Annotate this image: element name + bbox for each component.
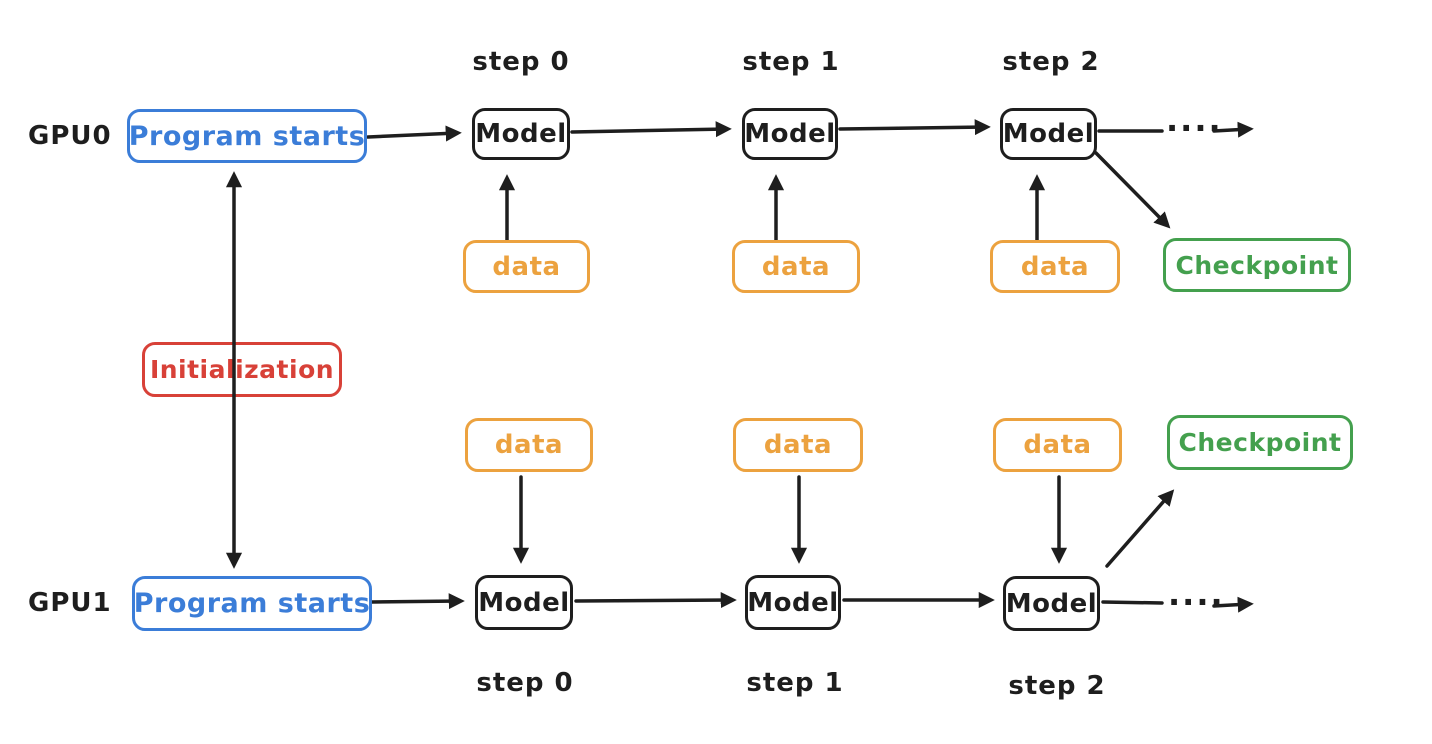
- arrow-gpu1-model0-to-model1: [574, 592, 737, 609]
- gpu1-step2-label: step 2: [1008, 671, 1106, 701]
- arrow-gpu0-model0-to-model1: [570, 121, 732, 138]
- gpu0-data1-box: data: [732, 240, 860, 293]
- gpu0-step1-label: step 1: [742, 47, 840, 77]
- gpu1-step1-label: step 1: [746, 668, 844, 698]
- gpu0-model2-box: Model: [1000, 108, 1097, 160]
- arrow-gpu1-model2-to-checkpoint: [1105, 489, 1175, 568]
- gpu1-data1-box: data: [733, 418, 863, 472]
- gpu1-model1-box: Model: [745, 575, 841, 630]
- gpu0-ellipsis: ....: [1166, 101, 1223, 139]
- gpu1-model0-box: Model: [475, 575, 573, 630]
- gpu0-step2-label: step 2: [1002, 47, 1100, 77]
- gpu1-step0-label: step 0: [476, 668, 574, 698]
- arrow-gpu1-program-to-model0: [370, 593, 465, 610]
- gpu1-label: GPU1: [28, 588, 112, 618]
- arrow-gpu0-continue: [1212, 121, 1254, 138]
- gpu1-program-starts-box: Program starts: [132, 576, 372, 631]
- gpu1-data0-box: data: [465, 418, 593, 472]
- gpu0-data2-box: data: [990, 240, 1120, 293]
- gpu0-data0-box: data: [463, 240, 590, 293]
- gpu0-program-starts-box: Program starts: [127, 109, 367, 163]
- gpu1-data2-box: data: [993, 418, 1122, 472]
- gpu1-checkpoint-box: Checkpoint: [1167, 415, 1353, 470]
- arrow-gpu0-model2-to-checkpoint: [1094, 151, 1171, 229]
- gpu0-checkpoint-box: Checkpoint: [1163, 238, 1351, 292]
- gpu1-ellipsis: ....: [1168, 575, 1225, 613]
- arrow-gpu0-program-to-model0: [366, 125, 462, 142]
- gpu1-model2-box: Model: [1003, 576, 1100, 631]
- line-gpu1-model2-out: [1101, 600, 1164, 605]
- arrow-gpu1-continue: [1212, 596, 1254, 613]
- gpu0-model1-box: Model: [742, 108, 838, 160]
- arrow-gpu0-model1-to-model2: [838, 119, 991, 136]
- gpu0-step0-label: step 0: [472, 47, 570, 77]
- gpu0-label: GPU0: [28, 121, 112, 151]
- gpu0-model0-box: Model: [472, 108, 570, 160]
